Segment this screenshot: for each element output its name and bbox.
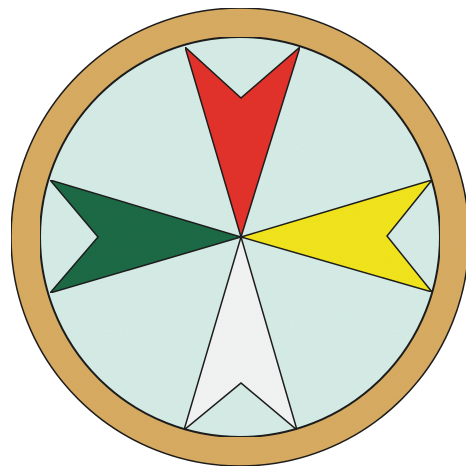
four-directions-emblem — [0, 0, 466, 468]
emblem-canvas — [0, 0, 466, 468]
